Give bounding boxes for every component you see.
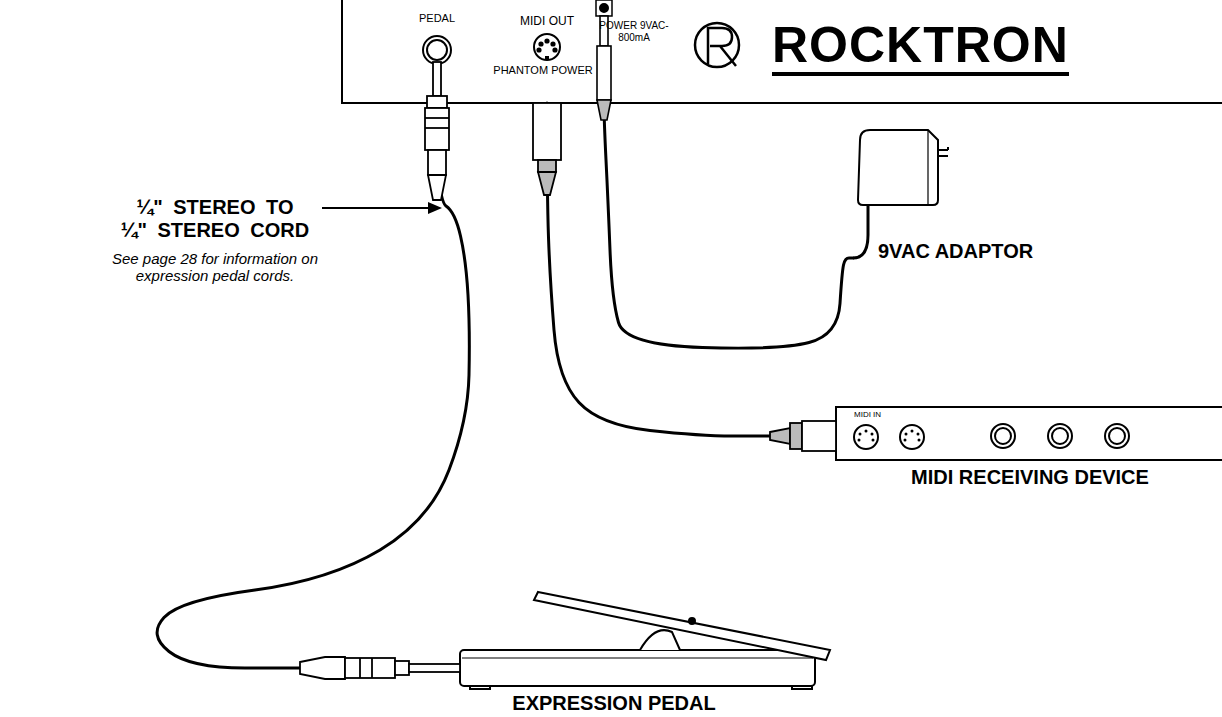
note-text: See page 28 for information on expressio…: [100, 250, 330, 285]
rear-panel-box: PEDAL MIDI OUT POWER 9VAC-800mA PHANTOM POW…: [342, 0, 1222, 103]
stereo-plug: [425, 62, 449, 200]
ac-adaptor: [853, 130, 948, 258]
midi-plug: [770, 421, 836, 451]
midi-device-panel: [836, 407, 1222, 460]
midi-out-jack: [534, 34, 560, 60]
rear-panel: [342, 0, 1222, 103]
pedal-box: EXPRESSION PEDAL: [460, 585, 830, 717]
cable: [157, 103, 469, 668]
logo-mark: [695, 23, 739, 67]
cable: [604, 103, 853, 348]
cable: [547, 103, 836, 436]
stereo-plug: [300, 657, 460, 679]
power-plug: [597, 16, 611, 120]
brand-logo: ROCKTRON: [772, 20, 1069, 76]
callout-text: ¼" STEREO TO ¼" STEREO CORD: [120, 196, 311, 242]
part-name: 9VAC ADAPTOR: [878, 240, 1033, 263]
adaptor-box: 9VAC ADAPTOR: [853, 125, 1133, 270]
jack-label: MIDI OUT: [520, 15, 574, 29]
pedal-jack: [423, 36, 451, 64]
part-name: EXPRESSION PEDAL: [512, 692, 715, 715]
expression-pedal: [460, 592, 830, 689]
device-box: MIDI IN MIDI RECEIVING DEVICE: [836, 407, 1222, 495]
midi-plug: [533, 103, 561, 195]
power-jack: [596, 0, 612, 16]
callout-arrow: [322, 202, 442, 214]
jack-label: POWER 9VAC-800mA: [599, 20, 669, 43]
part-name: MIDI RECEIVING DEVICE: [911, 466, 1149, 489]
jack-label: MIDI IN: [854, 410, 881, 419]
jack-label: PHANTOM POWER: [493, 64, 592, 77]
jack-label: PEDAL: [419, 12, 455, 25]
